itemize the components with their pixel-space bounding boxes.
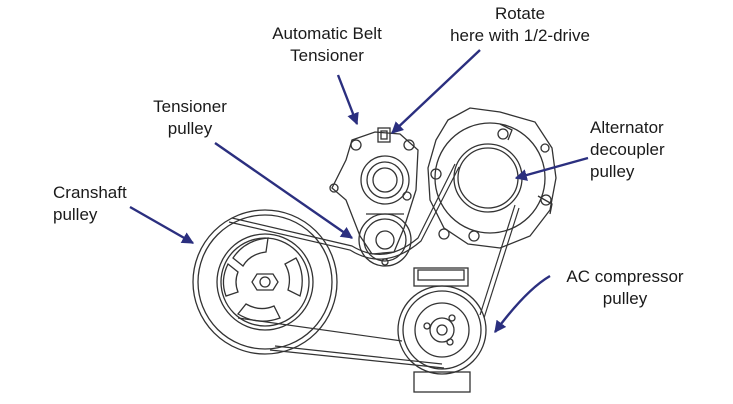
arrow-automatic-belt-tensioner [336,74,359,126]
label-automatic-belt-tensioner: Automatic Belt Tensioner [272,24,382,65]
label-ac-compressor-pulley: AC compressor pulley [566,267,684,308]
label-rotate-here: Rotate here with 1/2-drive [450,4,590,45]
arrow-ac-compressor-pulley [494,274,551,333]
crankshaft-pulley [192,209,338,355]
label-crankshaft-pulley: Cranshaft pulley [53,183,127,224]
arrow-rotate-here [391,49,481,134]
alternator [427,107,557,249]
callout-arrows [129,49,589,333]
tensioner-pulley [358,213,412,267]
ac-compressor [397,267,487,393]
arrow-alternator-decoupler-pulley [514,156,589,181]
automatic-belt-tensioner [329,127,419,255]
label-tensioner-pulley: Tensioner pulley [153,97,227,138]
arrow-crankshaft-pulley [129,205,195,245]
label-alternator-decoupler-pulley: Alternator decoupler pulley [590,118,665,181]
arrow-tensioner-pulley [214,142,353,239]
